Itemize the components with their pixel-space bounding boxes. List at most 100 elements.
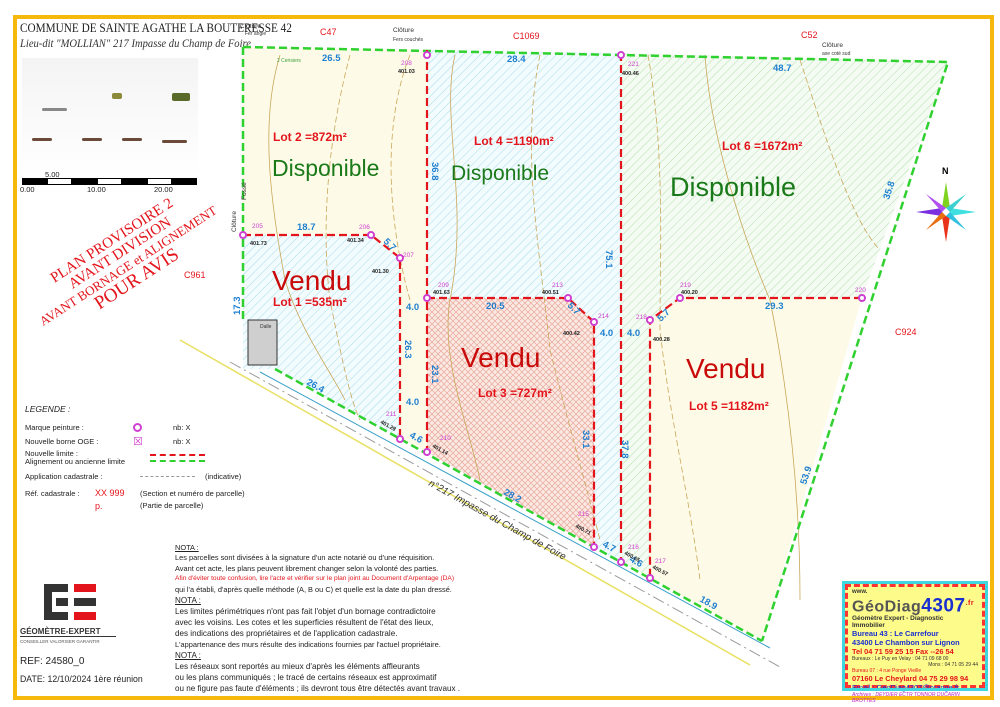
lot-3-label: Lot 3 =727m²: [478, 386, 552, 400]
note-line: Les parcelles sont divisées à la signatu…: [175, 553, 435, 563]
logo-name: GÉOMÈTRE-EXPERT: [20, 627, 116, 637]
company-tagline: Géomètre Expert - Diagnostic Immobilier: [852, 615, 944, 630]
dimension-label: 36.8: [429, 162, 440, 181]
lot-1-status: Vendu: [272, 265, 351, 296]
dimension-label: 28.4: [507, 54, 526, 65]
altitude-label: 400.28: [653, 337, 670, 343]
company-address: 07160 Le Cheylard 04 75 29 98 94: [852, 674, 969, 684]
dimension-label: 33.1: [580, 430, 591, 449]
company-phone: Tel 04 71 59 25 15 Fax --26 54: [852, 647, 954, 657]
company-brand: GéoDiag: [852, 598, 922, 616]
legend: LEGENDE : Marque peinture : nb: X Nouvell…: [25, 404, 295, 511]
fence-note: Fer angle: [245, 31, 266, 37]
legend-label: Réf. cadastrale :: [25, 488, 80, 498]
company-archives: Archives : DEYDIER ECTR TONNOR DUCARIN B…: [852, 692, 960, 705]
note-line: qui l'a établi, d'après quelle méthode (…: [175, 584, 452, 594]
page-frame: [13, 15, 994, 700]
scale-bar: [22, 178, 197, 185]
altitude-label: 400.20: [681, 290, 698, 296]
dalle-label: Dalle: [260, 324, 272, 330]
point-number: 207: [403, 252, 414, 259]
lot-1-area[interactable]: [243, 235, 400, 439]
dimension-label: 4.0: [627, 328, 640, 339]
lot-5-status: Vendu: [686, 353, 765, 384]
point-number: 208: [401, 60, 412, 67]
aerial-photo: [22, 58, 198, 178]
company-stamp: www. GéoDiag4307.fr Géomètre Expert - Di…: [842, 581, 988, 704]
notes: NOTA : Les parcelles sont divisées à la …: [175, 543, 475, 694]
dimension-label: 17.3: [232, 297, 243, 316]
dimension-label: 4.0: [600, 328, 613, 339]
lot-6-status: Disponible: [670, 172, 796, 202]
altitude-label: 400.46: [622, 71, 639, 77]
plan-subtitle: Lieu-dit "MOLLIAN" 217 Impasse du Champ …: [20, 38, 251, 50]
legend-label: Alignement ou ancienne limite: [25, 457, 126, 466]
company-office: Bureau 07 : 4 rue Ponge Vieille: [852, 668, 922, 675]
dimension-label: 20.5: [486, 301, 505, 312]
new-limits: [243, 50, 862, 578]
point-numbers: 205 206 207 208 209 210 211 213 214 215 …: [252, 60, 866, 565]
trees-label: 2 Cerisiers: [277, 58, 301, 64]
cadastral-line-icon: [140, 475, 195, 477]
note-line: avec les voisins. Les cotes et les super…: [175, 618, 434, 628]
lot-6-area[interactable]: [621, 53, 948, 578]
dimension-label: 4.0: [406, 397, 419, 408]
fence-label: Clôture: [240, 23, 261, 30]
lot-5-label: Lot 5 =1182m²: [689, 399, 769, 413]
boundary-marker-icon: ☒: [133, 435, 143, 448]
legend-label: Nouvelle limite :: [25, 449, 78, 458]
scale-label: 0.00: [20, 185, 35, 194]
dalle-slab: [247, 319, 278, 366]
company-www: www.: [852, 589, 868, 595]
plan-title: COMMUNE DE SAINTE AGATHE LA BOUTERESSE 4…: [20, 21, 292, 35]
cadastral-line: [229, 361, 781, 668]
logo-tagline: CONSEILLER VALORISER GARANTIR: [20, 639, 100, 644]
dimension-label: 53.9: [798, 465, 814, 486]
lot-2-area[interactable]: [243, 47, 427, 452]
altitude-label: 401.63: [433, 290, 450, 296]
altitude-label: 400.42: [563, 331, 580, 337]
dimension-label: 26.3: [402, 340, 413, 359]
note-line: ou les plans communiqués ; le tracé de c…: [175, 673, 437, 683]
scale-label: 5.00: [45, 170, 60, 179]
plan-date: DATE: 12/10/2024 1ère réunion: [20, 674, 143, 685]
company-tld: .fr: [965, 600, 975, 607]
note-line: L'appartenance des murs résulte des indi…: [175, 640, 441, 650]
point-number: 220: [855, 287, 866, 294]
note-line: Les limites périmétriques n'ont pas fait…: [175, 607, 436, 617]
dimension-label: 4.0: [406, 302, 419, 313]
point-number: 214: [598, 313, 609, 320]
alignment-line-icon: [150, 460, 205, 462]
fence-label: Clôture: [822, 42, 843, 49]
paint-mark-icon: [133, 422, 142, 432]
legend-note: (Section et numéro de parcelle): [140, 488, 245, 498]
scale-label: 10.00: [87, 185, 106, 194]
lot-4-area[interactable]: [427, 50, 621, 562]
road-edge: [259, 371, 771, 649]
dimension-label: 29.3: [765, 301, 784, 312]
survey-markers: [239, 51, 866, 582]
neighbor-parcel: C47: [320, 27, 337, 37]
lot-5-area[interactable]: [650, 298, 862, 641]
altitude-label: 400.51: [542, 290, 559, 296]
scale-label: 20.00: [154, 185, 173, 194]
road-edge: [179, 339, 751, 666]
dimension-label: 26.5: [322, 53, 341, 64]
dimension-label: 18.7: [297, 222, 316, 233]
legend-label: Application cadastrale :: [25, 471, 103, 481]
company-brand-number: 4307: [921, 595, 966, 617]
lot-4-status: Disponible: [451, 162, 549, 185]
legend-count: nb: X: [173, 422, 191, 432]
legend-count: nb: X: [173, 436, 191, 446]
dimension-label: 75.1: [603, 250, 614, 269]
legend-label: Marque peinture :: [25, 422, 84, 432]
legend-title: LEGENDE :: [25, 404, 71, 414]
lot-2-status: Disponible: [272, 155, 379, 181]
note-title: NOTA :: [175, 596, 201, 606]
legend-ref-p: p.: [95, 500, 103, 511]
north-arrow-icon: N: [916, 166, 976, 242]
altitude-label: 401.03: [398, 69, 415, 75]
neighbor-parcel: C1069: [513, 31, 540, 41]
company-email[interactable]: Email : GeoDiag4307@orange.fr: [852, 683, 960, 693]
